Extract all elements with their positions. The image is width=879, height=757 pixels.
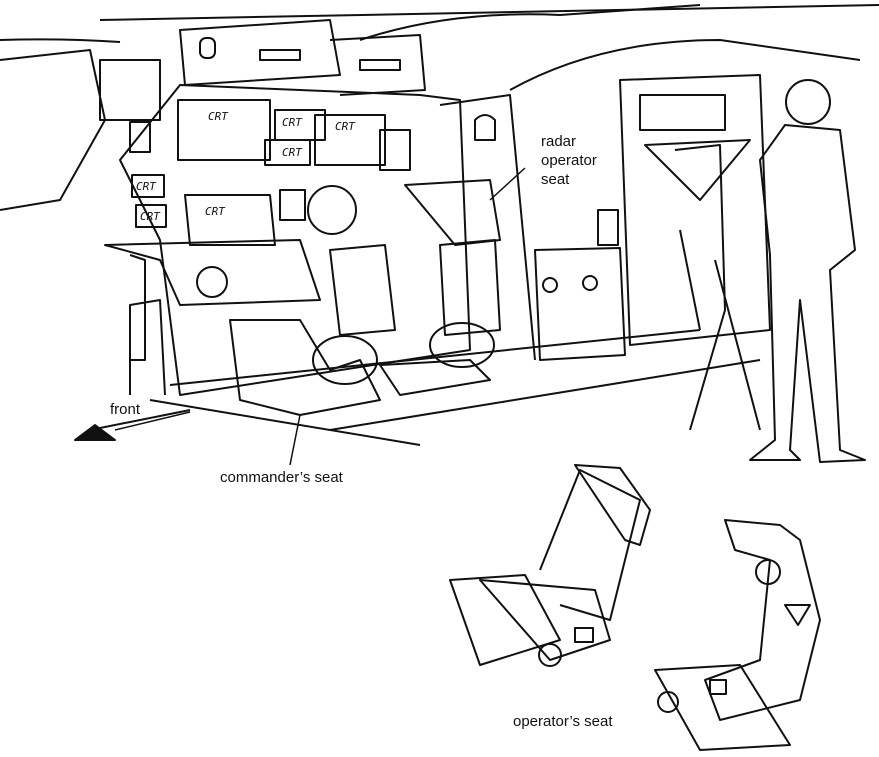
label-front: front	[110, 401, 141, 418]
crt-mark: CRT	[136, 180, 157, 193]
crt-mark: CRT	[140, 210, 161, 223]
label-line: radar	[541, 133, 577, 150]
crt-mark: CRT	[335, 120, 356, 133]
crt-mark: CRT	[282, 116, 303, 129]
label-operators-seat: operator’s seat	[513, 713, 613, 730]
crt-mark: CRT	[208, 110, 229, 123]
label-radar-operator-seat: radar operator seat	[541, 132, 597, 189]
crt-mark: CRT	[282, 146, 303, 159]
label-line: seat	[541, 171, 570, 188]
label-line: operator	[541, 152, 597, 169]
crt-mark: CRT	[205, 205, 226, 218]
label-commanders-seat: commander’s seat	[220, 469, 343, 486]
